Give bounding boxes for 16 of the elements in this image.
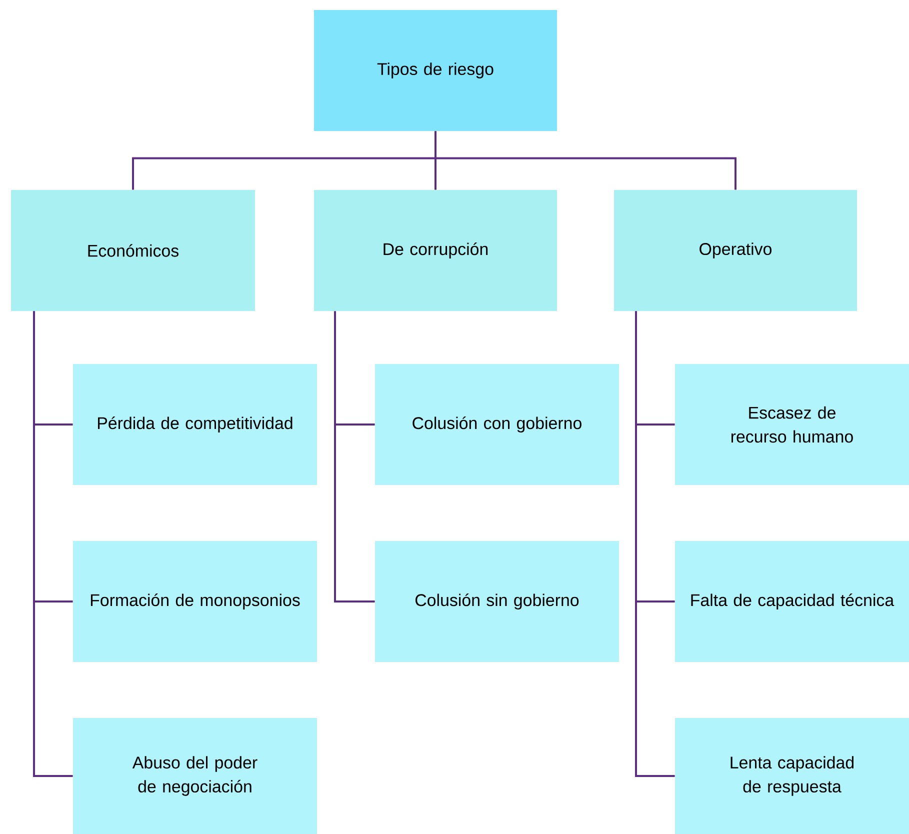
item-box: Escasez de recurso humano — [675, 364, 909, 485]
connector-line — [33, 311, 73, 777]
item-box: Colusión sin gobierno — [375, 541, 619, 662]
root-box: Tipos de riesgo — [314, 10, 557, 131]
item-box: Abuso del poder de negociación — [73, 718, 317, 834]
connector-line — [635, 311, 675, 777]
item-box: Pérdida de competitividad — [73, 364, 317, 485]
item-box: Lenta capacidad de respuesta — [675, 718, 909, 834]
item-box: Falta de capacidad técnica — [675, 541, 909, 662]
connector-line — [334, 311, 375, 602]
connector-line — [434, 131, 736, 190]
category-box: Económicos — [11, 190, 255, 311]
item-box: Formación de monopsonios — [73, 541, 317, 662]
item-box: Colusión con gobierno — [375, 364, 619, 485]
category-box: Operativo — [614, 190, 857, 311]
category-box: De corrupción — [314, 190, 557, 311]
